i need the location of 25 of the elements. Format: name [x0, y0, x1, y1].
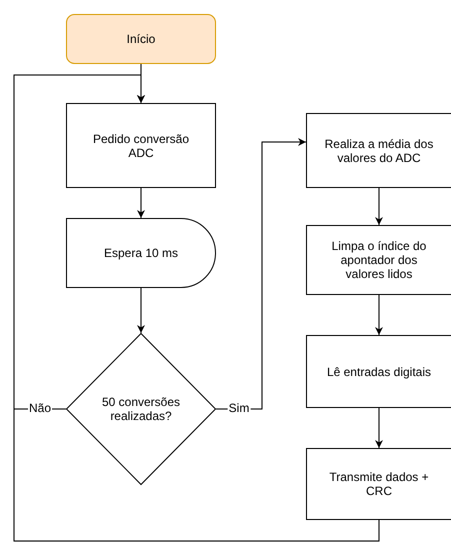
start-terminal	[66, 14, 216, 64]
edge-label: Não	[28, 402, 52, 415]
node-label: Espera 10 ms	[102, 246, 180, 260]
node-label: Limpa o índice do apontador dos valores lidos	[330, 239, 428, 281]
arrow	[137, 288, 145, 334]
node-label: Pedido conversão ADC	[92, 132, 190, 160]
arrow	[375, 294, 383, 336]
process-box	[66, 103, 216, 188]
arrow	[216, 138, 306, 410]
decision-diamond	[66, 333, 216, 485]
process-box	[306, 113, 451, 188]
arrow	[375, 188, 383, 226]
arrow	[375, 408, 383, 448]
arrow	[14, 74, 380, 542]
node-label: Lê entradas digitais	[326, 364, 432, 378]
node-label: Transmite dados + CRC	[328, 470, 430, 498]
node-label: Início	[126, 32, 156, 46]
process-box	[306, 448, 451, 520]
arrow	[137, 188, 145, 218]
node-label: 50 conversões realizadas?	[100, 395, 182, 423]
process-box	[306, 225, 451, 295]
node-label: Realiza a média dos valores do ADC	[324, 136, 434, 164]
delay-shape	[66, 218, 216, 288]
edge-label: Sim	[228, 402, 250, 415]
process-box	[306, 335, 451, 408]
